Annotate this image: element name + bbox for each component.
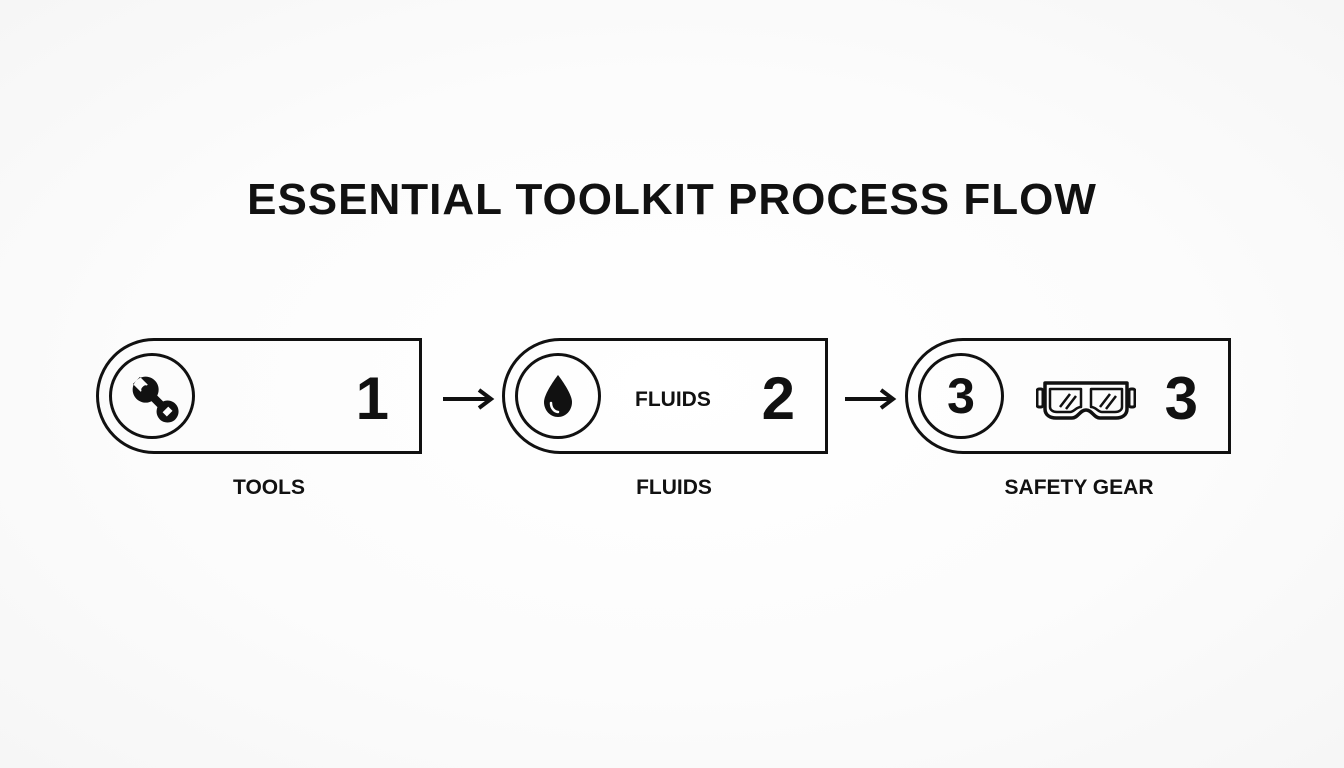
step-3-caption: SAFETY GEAR <box>1004 476 1154 499</box>
diagram-title: ESSENTIAL TOOLKIT PROCESS FLOW <box>247 175 1097 224</box>
step-2-number: 2 <box>761 365 795 432</box>
step-3-icon-circle: 3 <box>918 353 1004 439</box>
step-3-circle-number: 3 <box>947 368 975 424</box>
wrench-icon <box>132 376 179 423</box>
step-1-box: 1 <box>96 338 422 454</box>
step-1-icon-circle <box>109 353 195 439</box>
goggles-icon <box>1036 381 1136 420</box>
step-2-caption: FLUIDS <box>636 476 712 499</box>
step-2-box: FLUIDS 2 <box>502 338 828 454</box>
step-1-caption: TOOLS <box>233 476 305 499</box>
arrow-2-to-3 <box>845 388 897 410</box>
arrow-1-to-2 <box>443 388 495 410</box>
step-3-box: 3 3 <box>905 338 1231 454</box>
step-2-inner-label: FLUIDS <box>635 388 711 411</box>
step-1-number: 1 <box>355 365 389 432</box>
step-3-number: 3 <box>1164 365 1198 432</box>
step-2-icon-circle <box>515 353 601 439</box>
droplet-icon <box>544 375 572 417</box>
